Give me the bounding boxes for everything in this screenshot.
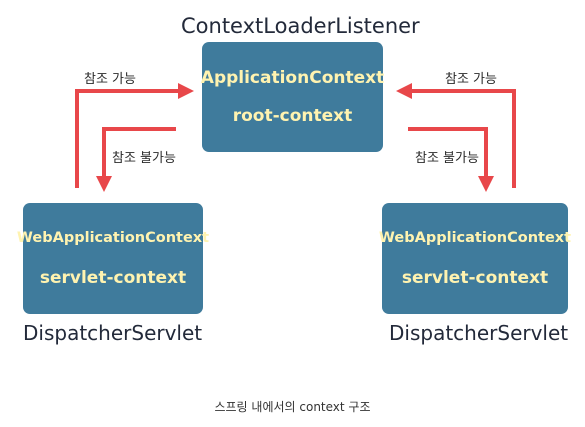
context-loader-listener-label: ContextLoaderListener	[181, 14, 420, 38]
right-up-arrowhead	[396, 83, 412, 99]
left-servlet-context-box: WebApplicationContext servlet-context	[17, 203, 209, 314]
right-box-title: WebApplicationContext	[378, 229, 572, 246]
left-down-arrow	[102, 127, 176, 178]
left-up-arrowhead	[178, 83, 194, 99]
left-down-arrowhead	[96, 176, 112, 192]
right-servlet-context-box: WebApplicationContext servlet-context	[378, 203, 572, 314]
right-reference-impossible-label: 참조 불가능	[415, 151, 479, 166]
left-reference-possible-label: 참조 가능	[84, 72, 136, 87]
right-down-arrow	[408, 127, 488, 178]
right-reference-possible-label: 참조 가능	[445, 72, 497, 87]
left-box-title: WebApplicationContext	[16, 229, 210, 246]
left-reference-impossible-label: 참조 불가능	[112, 151, 176, 166]
left-up-arrow	[75, 89, 180, 188]
root-box-subtitle: root-context	[232, 106, 353, 126]
arrows-layer	[75, 83, 516, 192]
right-up-arrow	[410, 89, 516, 188]
figure-caption: 스프링 내에서의 context 구조	[214, 400, 371, 414]
right-dispatcher-servlet-label: DispatcherServlet	[389, 321, 569, 345]
root-box-title: ApplicationContext	[200, 68, 385, 88]
right-box-subtitle: servlet-context	[401, 267, 549, 288]
context-diagram: ContextLoaderListener ApplicationContext…	[16, 14, 572, 345]
left-dispatcher-servlet-label: DispatcherServlet	[23, 321, 203, 345]
right-down-arrowhead	[478, 176, 494, 192]
root-context-box: ApplicationContext root-context	[200, 42, 385, 152]
left-box-subtitle: servlet-context	[39, 267, 187, 288]
